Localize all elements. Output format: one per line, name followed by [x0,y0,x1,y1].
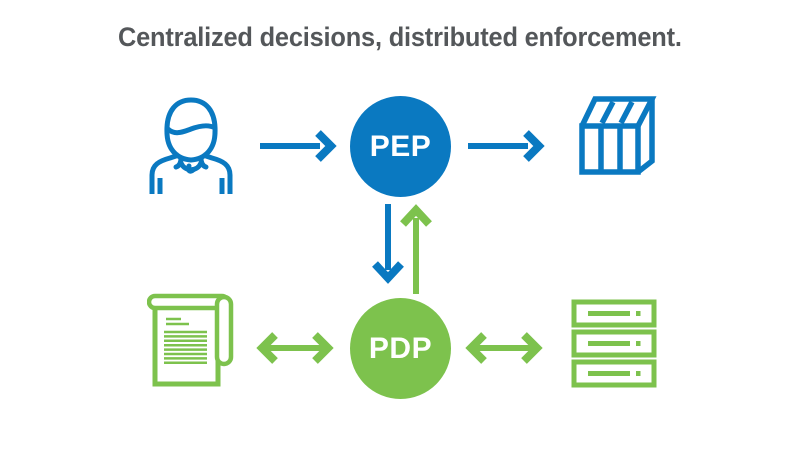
right-arrow-icon [468,130,545,162]
datastore-node [570,296,658,392]
page-title: Centralized decisions, distributed enfor… [0,22,800,53]
user-node [146,96,236,196]
pdp-label: PDP [368,331,433,365]
servers-icon [571,299,657,388]
resource-node [576,95,660,177]
up-arrow-icon [400,204,432,294]
pep-label: PEP [369,129,432,163]
page-title-text: Centralized decisions, distributed enfor… [118,22,682,52]
arrow-policy-pdp [255,330,335,366]
right-arrow-icon [260,130,337,162]
person-icon [149,97,233,194]
box-icon [579,96,657,175]
double-arrow-icon [465,332,543,364]
pdp-node: PDP [350,298,451,399]
double-arrow-icon [256,332,334,364]
arrow-user-to-pep [258,128,338,164]
pep-node: PEP [350,96,451,197]
down-arrow-icon [372,204,404,284]
down-up-arrows-icon [372,204,432,294]
policy-node [147,293,235,393]
arrow-pdp-datastore [464,330,544,366]
arrow-pep-to-resource [466,128,546,164]
arrows-pep-pdp [372,202,432,298]
document-icon [147,293,234,387]
